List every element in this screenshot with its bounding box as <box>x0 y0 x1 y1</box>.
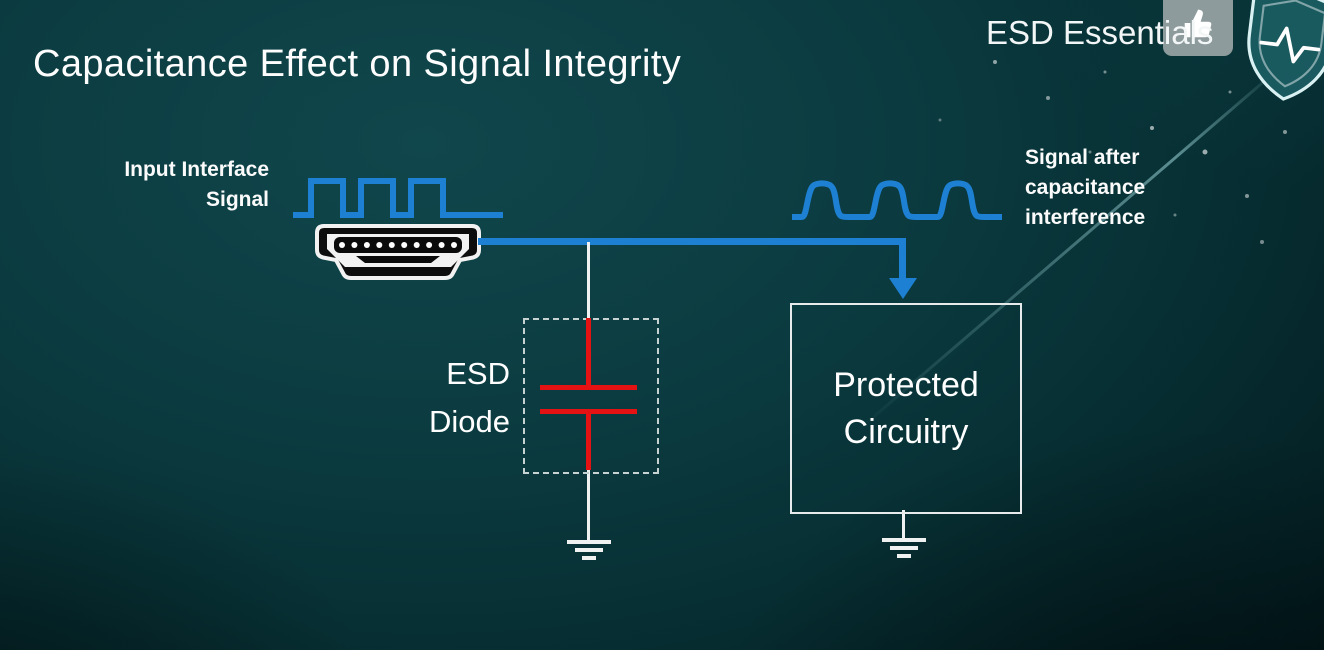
ground-symbol-diode-bar2 <box>575 548 603 552</box>
signal-bus-line <box>478 238 906 245</box>
protected-circuitry-line1: Protected <box>833 365 979 404</box>
signal-bus-drop <box>899 238 906 280</box>
wire-diode-to-ground <box>587 470 590 540</box>
input-signal-label: Input Interface Signal <box>84 155 269 215</box>
output-signal-label-line2: capacitance <box>1025 176 1146 199</box>
signal-arrow <box>889 278 917 299</box>
esd-diode-label-line1: ESD <box>446 356 510 391</box>
input-signal-label-line2: Signal <box>205 188 269 211</box>
ground-symbol-diode-bar3 <box>582 556 596 560</box>
clean-square-wave <box>293 178 503 218</box>
shield-pulse-icon <box>1247 0 1324 101</box>
output-signal-label-line1: Signal after <box>1025 146 1140 169</box>
ground-symbol-diode <box>567 540 611 544</box>
output-signal-label: Signal after capacitance interference <box>1025 143 1145 233</box>
esd-diode-label-line2: Diode <box>429 404 510 439</box>
capacitor-lead-bottom <box>586 414 591 470</box>
ground-symbol-circuitry-bar2 <box>890 546 918 550</box>
slide-title: Capacitance Effect on Signal Integrity <box>33 43 682 86</box>
esd-diode-boundary <box>523 318 659 474</box>
hdmi-connector <box>315 224 481 280</box>
wire-circuitry-to-ground <box>902 510 905 538</box>
protected-circuitry-box: Protected Circuitry <box>790 303 1022 514</box>
capacitor-plate-top <box>540 385 637 390</box>
ground-symbol-circuitry-bar3 <box>897 554 911 558</box>
ground-symbol-circuitry <box>882 538 926 542</box>
capacitor-lead-top <box>586 318 591 385</box>
esd-diode-label: ESD Diode <box>370 350 510 446</box>
wire-to-diode <box>587 242 590 318</box>
output-signal-label-line3: interference <box>1025 206 1146 229</box>
input-signal-label-line1: Input Interface <box>124 158 269 181</box>
brand-text: ESD Essentials <box>986 14 1214 51</box>
protected-circuitry-line2: Circuitry <box>843 412 969 451</box>
distorted-wave <box>792 180 1002 220</box>
capacitor-plate-bottom <box>540 409 637 414</box>
